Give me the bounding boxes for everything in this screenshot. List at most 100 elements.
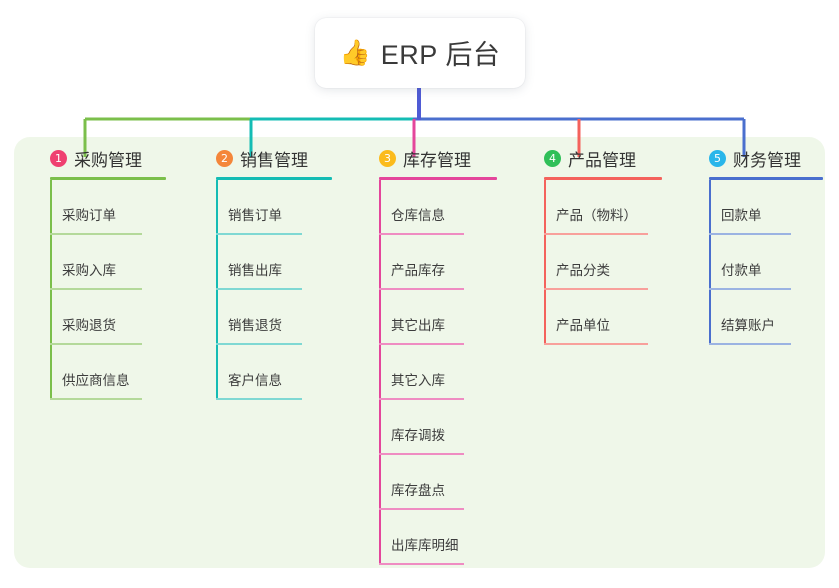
leaf-node-label: 销售订单 <box>228 208 282 223</box>
leaf-node-label: 出库库明细 <box>391 538 459 553</box>
leaf-node[interactable]: 结算账户 <box>689 290 823 345</box>
leaf-node[interactable]: 回款单 <box>689 180 823 235</box>
column-badge-2: 2 <box>216 149 233 167</box>
column-underline-1 <box>50 177 166 180</box>
leaf-node[interactable]: 销售退货 <box>196 290 332 345</box>
leaf-node-underline <box>544 288 648 290</box>
leaf-node-underline <box>379 453 464 455</box>
leaf-node-underline <box>379 563 464 565</box>
leaf-node-underline <box>709 288 791 290</box>
leaf-node[interactable]: 产品（物料） <box>524 180 662 235</box>
leaf-node[interactable]: 客户信息 <box>196 345 332 400</box>
column-header-3[interactable]: 3 库存管理 <box>359 146 497 170</box>
column-header-4[interactable]: 4 产品管理 <box>524 146 662 170</box>
diagram-panel <box>14 137 825 568</box>
column-spine-4 <box>544 180 546 345</box>
leaf-node-underline <box>544 233 648 235</box>
column-2: 2 销售管理销售订单销售出库销售退货客户信息 <box>196 146 332 400</box>
leaf-node-label: 其它入库 <box>391 373 445 388</box>
column-header-5[interactable]: 5 财务管理 <box>689 146 823 170</box>
leaf-node-underline <box>216 398 302 400</box>
column-spine-3 <box>379 180 381 565</box>
column-3: 3 库存管理仓库信息产品库存其它出库其它入库库存调拨库存盘点出库库明细 <box>359 146 497 565</box>
leaf-node-label: 回款单 <box>721 208 762 223</box>
leaf-node[interactable]: 产品分类 <box>524 235 662 290</box>
leaf-node-underline <box>50 288 142 290</box>
leaf-node-label: 采购退货 <box>62 318 116 333</box>
leaf-node-label: 采购入库 <box>62 263 116 278</box>
column-items-5: 回款单付款单结算账户 <box>689 180 823 345</box>
column-header-1[interactable]: 1 采购管理 <box>30 146 166 170</box>
leaf-node-underline <box>216 233 302 235</box>
leaf-node-label: 结算账户 <box>721 318 775 333</box>
leaf-node-underline <box>50 398 142 400</box>
leaf-node[interactable]: 销售订单 <box>196 180 332 235</box>
leaf-node-underline <box>379 343 464 345</box>
root-node-content: 👍 ERP 后台 <box>340 33 501 72</box>
leaf-node-underline <box>379 398 464 400</box>
column-underline-2 <box>216 177 332 180</box>
leaf-node-underline <box>50 343 142 345</box>
leaf-node[interactable]: 仓库信息 <box>359 180 497 235</box>
leaf-node[interactable]: 采购入库 <box>30 235 166 290</box>
leaf-node-label: 产品库存 <box>391 263 445 278</box>
leaf-node-label: 其它出库 <box>391 318 445 333</box>
leaf-node-label: 供应商信息 <box>62 373 130 388</box>
leaf-node-label: 付款单 <box>721 263 762 278</box>
leaf-node-underline <box>379 288 464 290</box>
leaf-node-label: 仓库信息 <box>391 208 445 223</box>
leaf-node-label: 销售出库 <box>228 263 282 278</box>
column-title-1: 采购管理 <box>74 150 142 170</box>
leaf-node[interactable]: 供应商信息 <box>30 345 166 400</box>
column-spine-1 <box>50 180 52 400</box>
root-node-title: ERP 后台 <box>380 39 501 70</box>
column-badge-3: 3 <box>379 149 396 167</box>
column-title-4: 产品管理 <box>568 150 636 170</box>
column-underline-5 <box>709 177 823 180</box>
leaf-node-label: 销售退货 <box>228 318 282 333</box>
column-underline-3 <box>379 177 497 180</box>
leaf-node-label: 产品单位 <box>556 318 610 333</box>
column-badge-1: 1 <box>50 149 67 167</box>
column-title-5: 财务管理 <box>733 150 801 170</box>
column-badge-5: 5 <box>709 149 726 167</box>
leaf-node[interactable]: 其它出库 <box>359 290 497 345</box>
leaf-node[interactable]: 销售出库 <box>196 235 332 290</box>
leaf-node[interactable]: 采购订单 <box>30 180 166 235</box>
column-title-3: 库存管理 <box>403 150 471 170</box>
leaf-node-underline <box>709 343 791 345</box>
leaf-node-underline <box>216 288 302 290</box>
column-header-2[interactable]: 2 销售管理 <box>196 146 332 170</box>
leaf-node-underline <box>379 508 464 510</box>
leaf-node-underline <box>216 343 302 345</box>
leaf-node-label: 采购订单 <box>62 208 116 223</box>
leaf-node-label: 产品分类 <box>556 263 610 278</box>
column-1: 1 采购管理采购订单采购入库采购退货供应商信息 <box>30 146 166 400</box>
leaf-node-label: 库存调拨 <box>391 428 445 443</box>
column-underline-4 <box>544 177 662 180</box>
column-spine-5 <box>709 180 711 345</box>
leaf-node[interactable]: 产品单位 <box>524 290 662 345</box>
leaf-node-underline <box>709 233 791 235</box>
column-items-1: 采购订单采购入库采购退货供应商信息 <box>30 180 166 400</box>
root-node-card[interactable]: 👍 ERP 后台 <box>315 18 525 88</box>
leaf-node[interactable]: 库存盘点 <box>359 455 497 510</box>
column-badge-4: 4 <box>544 149 561 167</box>
column-items-2: 销售订单销售出库销售退货客户信息 <box>196 180 332 400</box>
leaf-node-label: 产品（物料） <box>556 208 637 223</box>
column-items-3: 仓库信息产品库存其它出库其它入库库存调拨库存盘点出库库明细 <box>359 180 497 565</box>
leaf-node[interactable]: 其它入库 <box>359 345 497 400</box>
thumbs-up-icon: 👍 <box>339 37 371 67</box>
leaf-node[interactable]: 产品库存 <box>359 235 497 290</box>
leaf-node[interactable]: 付款单 <box>689 235 823 290</box>
leaf-node[interactable]: 库存调拨 <box>359 400 497 455</box>
column-items-4: 产品（物料） 产品分类产品单位 <box>524 180 662 345</box>
leaf-node[interactable]: 采购退货 <box>30 290 166 345</box>
column-spine-2 <box>216 180 218 400</box>
column-title-2: 销售管理 <box>240 150 308 170</box>
column-4: 4 产品管理产品（物料） 产品分类产品单位 <box>524 146 662 345</box>
leaf-node[interactable]: 出库库明细 <box>359 510 497 565</box>
leaf-node-underline <box>379 233 464 235</box>
leaf-node-label: 客户信息 <box>228 373 282 388</box>
